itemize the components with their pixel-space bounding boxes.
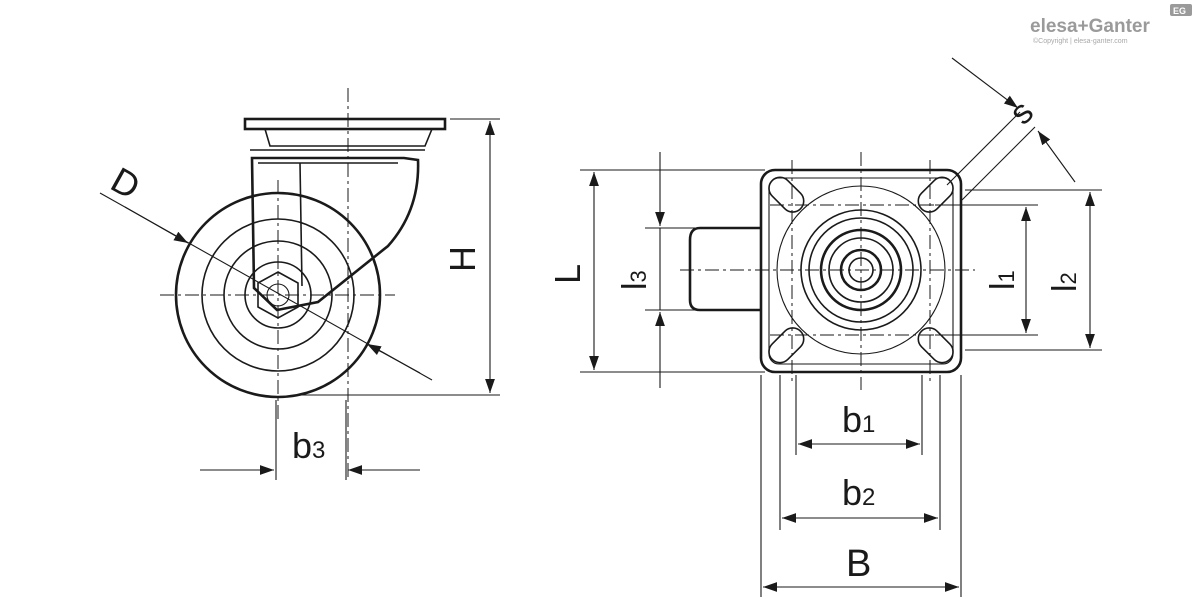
label-D: D (104, 159, 147, 207)
dimension-s: s (946, 57, 1076, 201)
arrow-D-1 (124, 206, 189, 244)
dimension-B: B (760, 375, 962, 597)
dimension-b1: b1 (795, 375, 923, 455)
brand-badge: EG (1173, 6, 1186, 16)
label-B: B (846, 543, 871, 585)
dimension-l1: l1 (935, 204, 1038, 336)
mounting-slot-tl (768, 176, 805, 213)
brand-badge-bg (1170, 4, 1192, 16)
label-L: L (547, 264, 588, 284)
label-l2: l2 (1046, 272, 1084, 292)
arrow-s-1 (951, 57, 1019, 109)
label-l1: l1 (984, 270, 1022, 290)
mounting-slot-bl (768, 327, 805, 364)
dimension-L: L (547, 169, 765, 373)
ext-s-1 (946, 111, 1021, 186)
label-b2: b2 (842, 472, 875, 513)
fork (250, 156, 420, 312)
mounting-slot-tr (917, 176, 954, 213)
arrow-D-2 (366, 343, 421, 374)
top-view (680, 152, 975, 390)
brand-copyright: ©Copyright | elesa-ganter.com (1033, 37, 1128, 45)
label-b3: b3 (292, 425, 325, 466)
fork-inner-edge (299, 162, 303, 287)
mounting-slot-br (917, 327, 954, 364)
label-s: s (1002, 93, 1041, 132)
brand-logo: elesa+Ganter EG ©Copyright | elesa-gante… (1030, 4, 1192, 45)
label-l3: l3 (616, 270, 654, 290)
dimension-H: H (300, 118, 500, 396)
ext-s-2 (961, 126, 1036, 201)
dimension-b3: b3 (200, 400, 420, 480)
brand-name: elesa+Ganter (1030, 16, 1150, 37)
label-b1: b1 (842, 399, 875, 440)
label-H: H (442, 246, 483, 272)
dimension-l2: l2 (965, 189, 1102, 351)
dimension-l3: l3 (616, 152, 695, 388)
side-view (160, 88, 447, 478)
stem (688, 226, 760, 312)
dimension-b2: b2 (779, 375, 941, 530)
top-plate (243, 117, 447, 131)
arrow-s-2 (1037, 130, 1076, 183)
